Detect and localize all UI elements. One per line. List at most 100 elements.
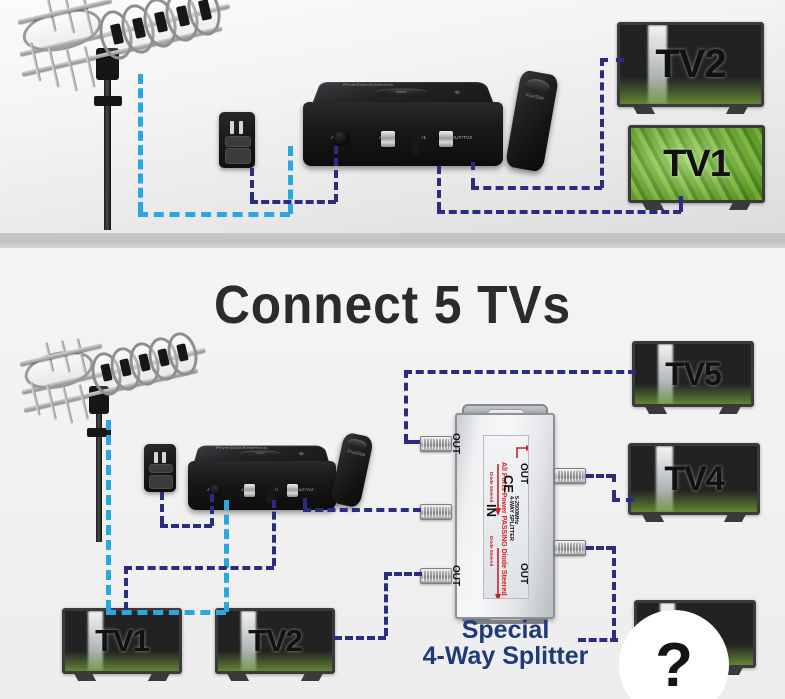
tv-screen <box>218 611 332 671</box>
remote-body: FiveStar <box>504 69 560 173</box>
wire-b-tv2-down <box>384 572 388 636</box>
splitter-port-in-left-middle[interactable] <box>420 504 452 520</box>
wire-b-tv1-down <box>272 500 276 566</box>
tv-bottom-tv4: TV4 <box>628 443 760 522</box>
tv-screen <box>631 446 757 512</box>
tv-screen <box>631 128 762 200</box>
splitter-face-label: All Ports Power PASSING Diode Steered 4-… <box>483 435 529 599</box>
tv-foot-right <box>300 673 323 681</box>
outdoor-hdtv-antenna-top <box>8 0 238 231</box>
control-box-dial[interactable] <box>375 88 428 95</box>
wire-antenna-up-to-box <box>288 146 293 214</box>
tv-foot-right <box>726 106 749 114</box>
splitter-port-out-right-bottom[interactable] <box>554 540 586 556</box>
tv-foot-left <box>642 202 665 210</box>
wire-b-tv4-down <box>612 474 616 498</box>
adapter-outlet <box>149 474 173 489</box>
tv-foot-left <box>644 406 667 414</box>
control-box-brand: FiveStarAntenna <box>342 83 394 87</box>
remote-dpad[interactable] <box>525 77 551 95</box>
wire-b-tv5-stub <box>404 440 420 444</box>
coax-port-ant-in[interactable] <box>381 130 395 147</box>
wire-b-tvq-run <box>578 638 618 642</box>
control-box-dial[interactable] <box>240 450 281 456</box>
splitter-port-out-left-bottom[interactable] <box>420 568 452 584</box>
splitter-out-label-1: OUT <box>450 432 462 454</box>
tv-screen <box>65 611 179 671</box>
splitter-out-label-3: OUT <box>518 562 530 584</box>
adapter-prong <box>229 120 234 134</box>
splitter-caption-line1: Special <box>461 616 550 644</box>
wire-b-adapter-up <box>210 494 214 526</box>
coax-port-rf-out[interactable] <box>287 483 299 497</box>
wire-b-tvq-stub <box>586 546 614 550</box>
wire-tv1-down <box>437 166 441 210</box>
coax-port-rf-out[interactable] <box>439 130 453 147</box>
wire-tv2-into-tv <box>600 58 624 62</box>
tv-label: TV5 <box>665 355 722 392</box>
power-led <box>299 452 306 456</box>
wire-b-tv5-up <box>404 370 408 442</box>
tv-top-tv2: TV2 <box>617 22 764 114</box>
wire-b-adapter-down <box>160 492 164 524</box>
control-box-front: AC IN ANT IN TV1 RF OUT/TV2 <box>303 102 503 166</box>
control-box-dial-indicator <box>396 90 407 93</box>
tv-top-tv1: TV1 <box>628 125 765 210</box>
power-led <box>454 90 461 94</box>
adapter-shell <box>219 112 255 168</box>
control-box-top: FiveStarAntenna AC IN ANT IN TV1 RF OUT/… <box>303 66 503 166</box>
connect-2-tvs-panel: FiveStarAntenna AC IN ANT IN TV1 RF OUT/… <box>0 0 785 233</box>
question-badge[interactable]: ? <box>619 610 729 699</box>
remote-control-top[interactable]: FiveStar <box>504 69 560 173</box>
four-way-splitter: All Ports Power PASSING Diode Steered 4-… <box>418 404 588 624</box>
wire-b-tv4-run <box>612 498 634 502</box>
coax-port-ant-in[interactable] <box>244 483 256 497</box>
tv-label: TV4 <box>664 459 724 498</box>
tv-bezel: TV1 <box>628 125 765 203</box>
tv-bezel: TV2 <box>617 22 764 107</box>
tv-screen <box>620 25 761 104</box>
tv-label: TV1 <box>95 623 150 658</box>
tv-bottom-tv1: TV1 <box>62 608 182 681</box>
wire-tv1-up <box>679 196 683 212</box>
wire-adapter-down <box>250 168 254 200</box>
wire-b-rfout-run <box>303 508 421 512</box>
adapter-outlet <box>224 147 252 164</box>
wire-b-rfout-down <box>303 498 307 508</box>
remote-brand-label: FiveStar <box>346 448 367 459</box>
tv-foot-right <box>728 202 751 210</box>
wire-b-tvq-down <box>612 546 616 638</box>
tv-bezel: TV5 <box>632 341 754 407</box>
wire-b-tv2-stub <box>384 572 422 576</box>
antenna-mast <box>104 54 111 230</box>
splitter-port-out-left-top[interactable] <box>420 436 452 452</box>
tv-foot-right <box>147 673 170 681</box>
splitter-out-label-4: OUT <box>450 564 462 586</box>
section-divider <box>0 233 785 248</box>
tv-screen <box>635 344 751 404</box>
tv-foot-left <box>632 106 655 114</box>
tv-label: TV2 <box>248 623 303 658</box>
wire-b-antenna-down <box>106 420 111 610</box>
wire-b-antenna-up <box>224 500 229 612</box>
tv-bezel: TV4 <box>628 443 760 515</box>
wire-tv1-run <box>437 210 681 214</box>
ac-power-adapter-bottom <box>144 444 176 492</box>
port-label-rf-out: RF OUT/TV2 <box>290 487 314 492</box>
antenna-clamp <box>94 96 122 106</box>
wire-b-tv1-run <box>124 566 274 570</box>
dc-power-jack[interactable] <box>333 130 349 147</box>
adapter-shell <box>144 444 176 492</box>
wire-adapter-up-to-acin <box>334 146 338 202</box>
tv-label: TV1 <box>663 142 731 185</box>
remote-brand-label: FiveStar <box>525 92 545 102</box>
ac-power-adapter-top <box>219 112 255 168</box>
splitter-port-out-right-top[interactable] <box>554 468 586 484</box>
wire-antenna-run <box>138 212 290 217</box>
wire-b-tv4-stub <box>586 474 614 478</box>
antenna-element <box>61 386 74 424</box>
adapter-prong <box>153 451 158 463</box>
tv-bezel: TV1 <box>62 608 182 674</box>
dc-power-jack[interactable] <box>208 482 222 496</box>
wire-adapter-run <box>250 200 336 204</box>
